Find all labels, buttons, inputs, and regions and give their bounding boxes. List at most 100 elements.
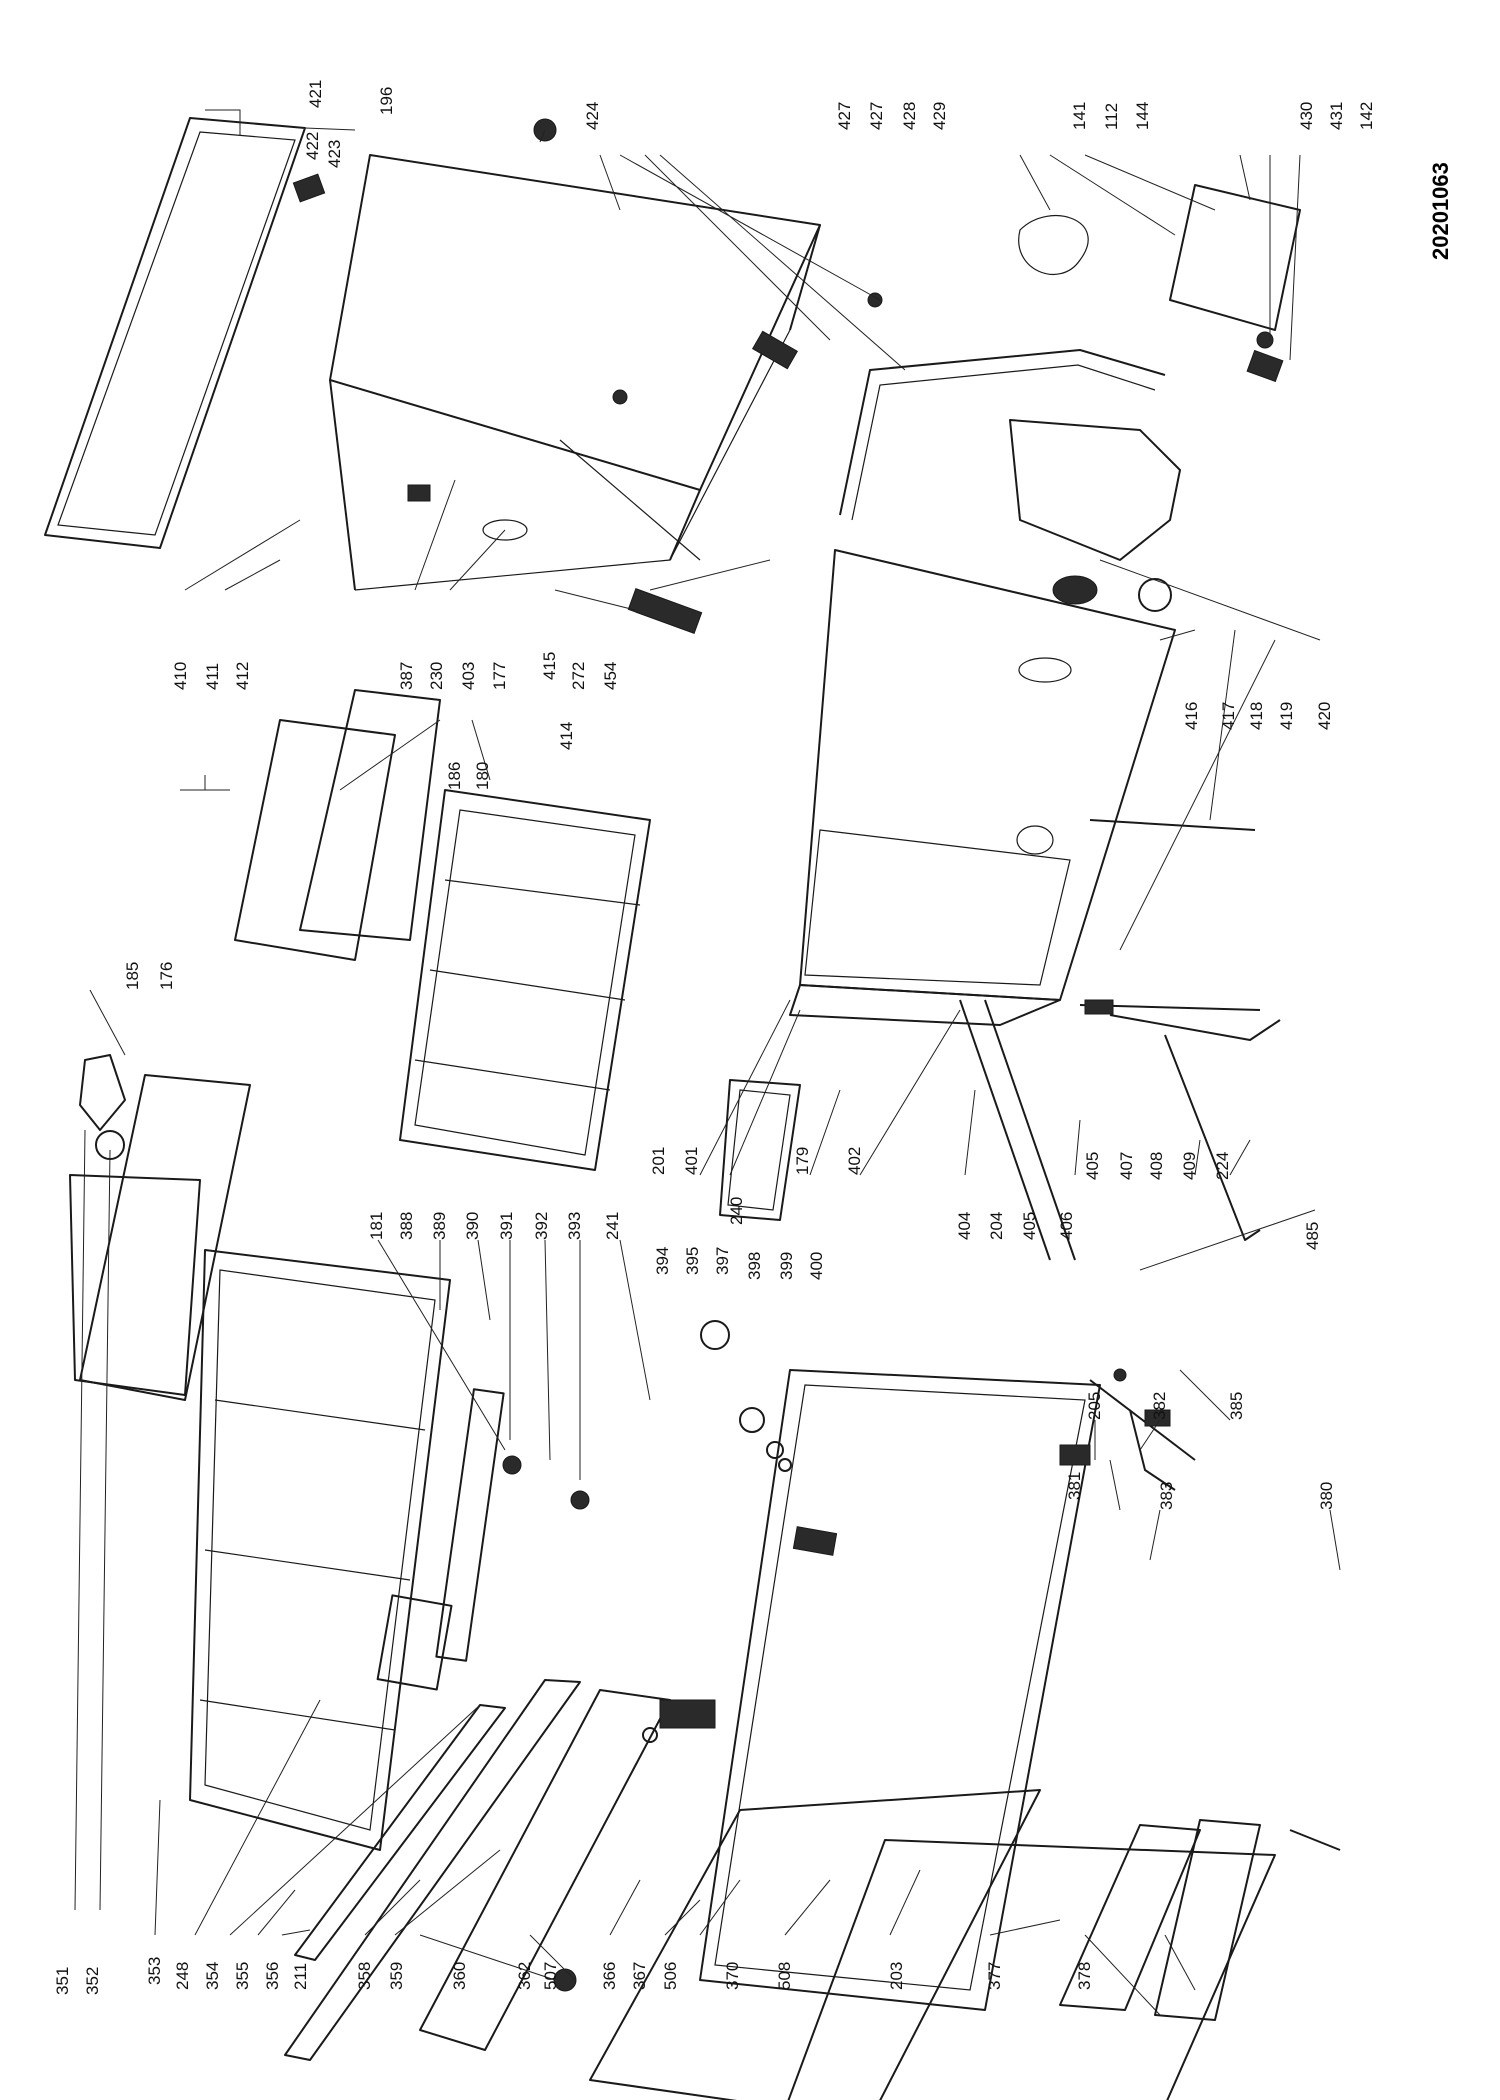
label-354: 354 (203, 1962, 222, 1990)
spray-arm-and-hub (376, 1388, 590, 1691)
label-186: 186 (445, 762, 464, 790)
label-404: 404 (955, 1212, 974, 1240)
label-506: 506 (661, 1962, 680, 1990)
label-401: 401 (682, 1147, 701, 1175)
tub-assembly (789, 549, 1176, 1026)
label-429: 429 (930, 102, 949, 130)
label-393: 393 (565, 1212, 584, 1240)
label-351: 351 (53, 1967, 72, 1995)
label-398: 398 (745, 1252, 764, 1280)
label-394: 394 (653, 1247, 672, 1275)
label-272: 272 (569, 662, 588, 690)
label-403: 403 (459, 662, 478, 690)
label-378: 378 (1075, 1962, 1094, 1990)
label-390: 390 (463, 1212, 482, 1240)
label-420: 420 (1315, 702, 1334, 730)
label-389: 389 (430, 1212, 449, 1240)
rails-and-hinges-right (959, 819, 1281, 1261)
label-428: 428 (900, 102, 919, 130)
label-240: 240 (727, 1197, 746, 1225)
label-422: 422 (303, 132, 322, 160)
label-248: 248 (173, 1962, 192, 1990)
label-411: 411 (203, 663, 222, 690)
label-385: 385 (1227, 1392, 1246, 1420)
label-419: 419 (1277, 702, 1296, 730)
label-211: 211 (291, 1963, 310, 1990)
leader-lines (74, 109, 1341, 2016)
label-400: 400 (807, 1252, 826, 1280)
part-labels: 196 421 422 423 424 427 427 428 429 141 … (53, 80, 1376, 1995)
label-377: 377 (985, 1962, 1004, 1990)
label-366: 366 (600, 1962, 619, 1990)
label-181: 181 (367, 1212, 386, 1240)
label-179: 179 (793, 1147, 812, 1175)
label-397: 397 (713, 1247, 732, 1275)
label-362: 362 (515, 1962, 534, 1990)
side-rails-top-right (839, 349, 1181, 561)
label-224: 224 (1213, 1152, 1232, 1180)
label-427b: 427 (867, 102, 886, 130)
label-418: 418 (1247, 702, 1266, 730)
label-405b: 405 (1083, 1152, 1102, 1180)
label-358: 358 (355, 1962, 374, 1990)
label-392: 392 (532, 1212, 551, 1240)
upper-baskets (234, 689, 651, 1171)
label-421: 421 (306, 80, 325, 108)
label-431: 431 (1327, 102, 1346, 130)
label-402: 402 (845, 1147, 864, 1175)
power-supply-box (1018, 184, 1301, 383)
label-416: 416 (1182, 702, 1201, 730)
label-424: 424 (583, 102, 602, 130)
label-405a: 405 (1020, 1212, 1039, 1240)
door-panel-and-kickplate (787, 1819, 1341, 2100)
lower-door-parts (284, 1679, 1041, 2100)
label-387: 387 (397, 662, 416, 690)
label-415: 415 (540, 652, 559, 680)
label-353: 353 (145, 1957, 164, 1985)
hinges-and-springs (1059, 1368, 1196, 1491)
label-454: 454 (601, 662, 620, 690)
label-370: 370 (723, 1962, 742, 1990)
label-430: 430 (1297, 102, 1316, 130)
inner-door (699, 1320, 1101, 2011)
label-352: 352 (83, 1967, 102, 1995)
label-383: 383 (1157, 1482, 1176, 1510)
label-201: 201 (649, 1147, 668, 1175)
label-142: 142 (1357, 102, 1376, 130)
label-427a: 427 (835, 102, 854, 130)
label-508: 508 (775, 1962, 794, 1990)
label-230: 230 (427, 662, 446, 690)
label-355: 355 (233, 1962, 252, 1990)
label-176: 176 (157, 962, 176, 990)
label-144: 144 (1133, 102, 1152, 130)
label-417: 417 (1219, 702, 1238, 730)
label-382: 382 (1150, 1392, 1169, 1420)
label-414: 414 (557, 722, 576, 750)
label-409: 409 (1180, 1152, 1199, 1180)
label-381: 381 (1065, 1472, 1084, 1500)
small-parts-top (292, 118, 883, 634)
label-360: 360 (450, 1962, 469, 1990)
cup-rack-and-lower-basket (69, 1174, 451, 1851)
label-507: 507 (541, 1962, 560, 1990)
cabinet-frame (329, 154, 821, 591)
label-177: 177 (490, 662, 509, 690)
label-204: 204 (987, 1212, 1006, 1240)
label-485: 485 (1303, 1222, 1322, 1250)
label-399: 399 (777, 1252, 796, 1280)
label-410: 410 (171, 662, 190, 690)
label-412: 412 (233, 662, 252, 690)
label-203: 203 (887, 1962, 906, 1990)
label-423: 423 (325, 140, 344, 168)
label-380: 380 (1317, 1482, 1336, 1510)
label-395: 395 (683, 1247, 702, 1275)
label-180: 180 (473, 762, 492, 790)
label-196: 196 (377, 87, 396, 115)
label-407: 407 (1117, 1152, 1136, 1180)
label-406: 406 (1057, 1212, 1076, 1240)
document-code: 20201063 (1428, 162, 1453, 260)
label-241: 241 (603, 1212, 622, 1240)
label-391: 391 (497, 1212, 516, 1240)
label-359: 359 (387, 1962, 406, 1990)
